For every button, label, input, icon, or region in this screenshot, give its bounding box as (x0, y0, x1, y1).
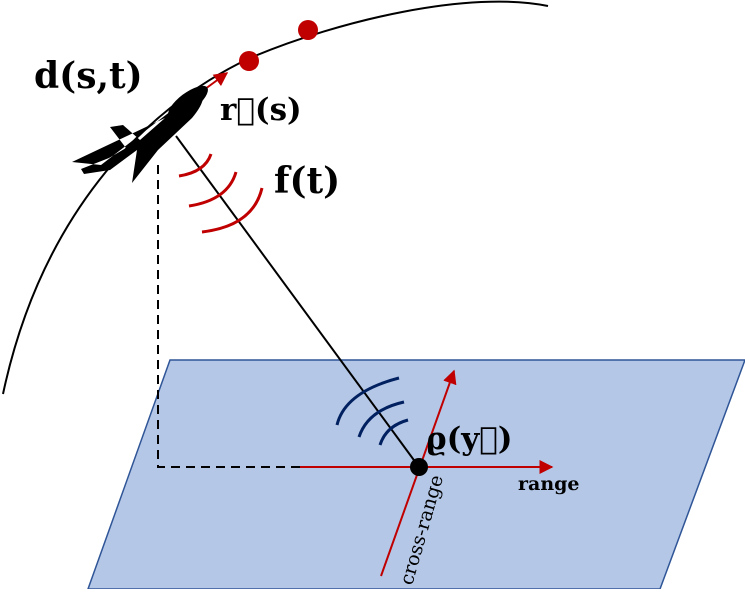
reflectivity-label: ϱ(y⃗) (426, 421, 513, 457)
range-label: range (518, 473, 580, 495)
waveform-label: f(t) (274, 160, 340, 202)
scatterer-point (410, 458, 428, 476)
airplane-icon (72, 85, 208, 183)
trajectory-label: d(s,t) (34, 55, 143, 97)
backscatter-wave-arcs (335, 376, 409, 446)
position-vector-label: r⃗(s) (220, 92, 302, 128)
aperture-point-1 (239, 51, 259, 71)
transmitted-wave-arcs (178, 153, 264, 234)
nadir-projection-line (157, 165, 300, 468)
flight-trajectory (2, 0, 549, 395)
aperture-point-2 (298, 20, 318, 40)
